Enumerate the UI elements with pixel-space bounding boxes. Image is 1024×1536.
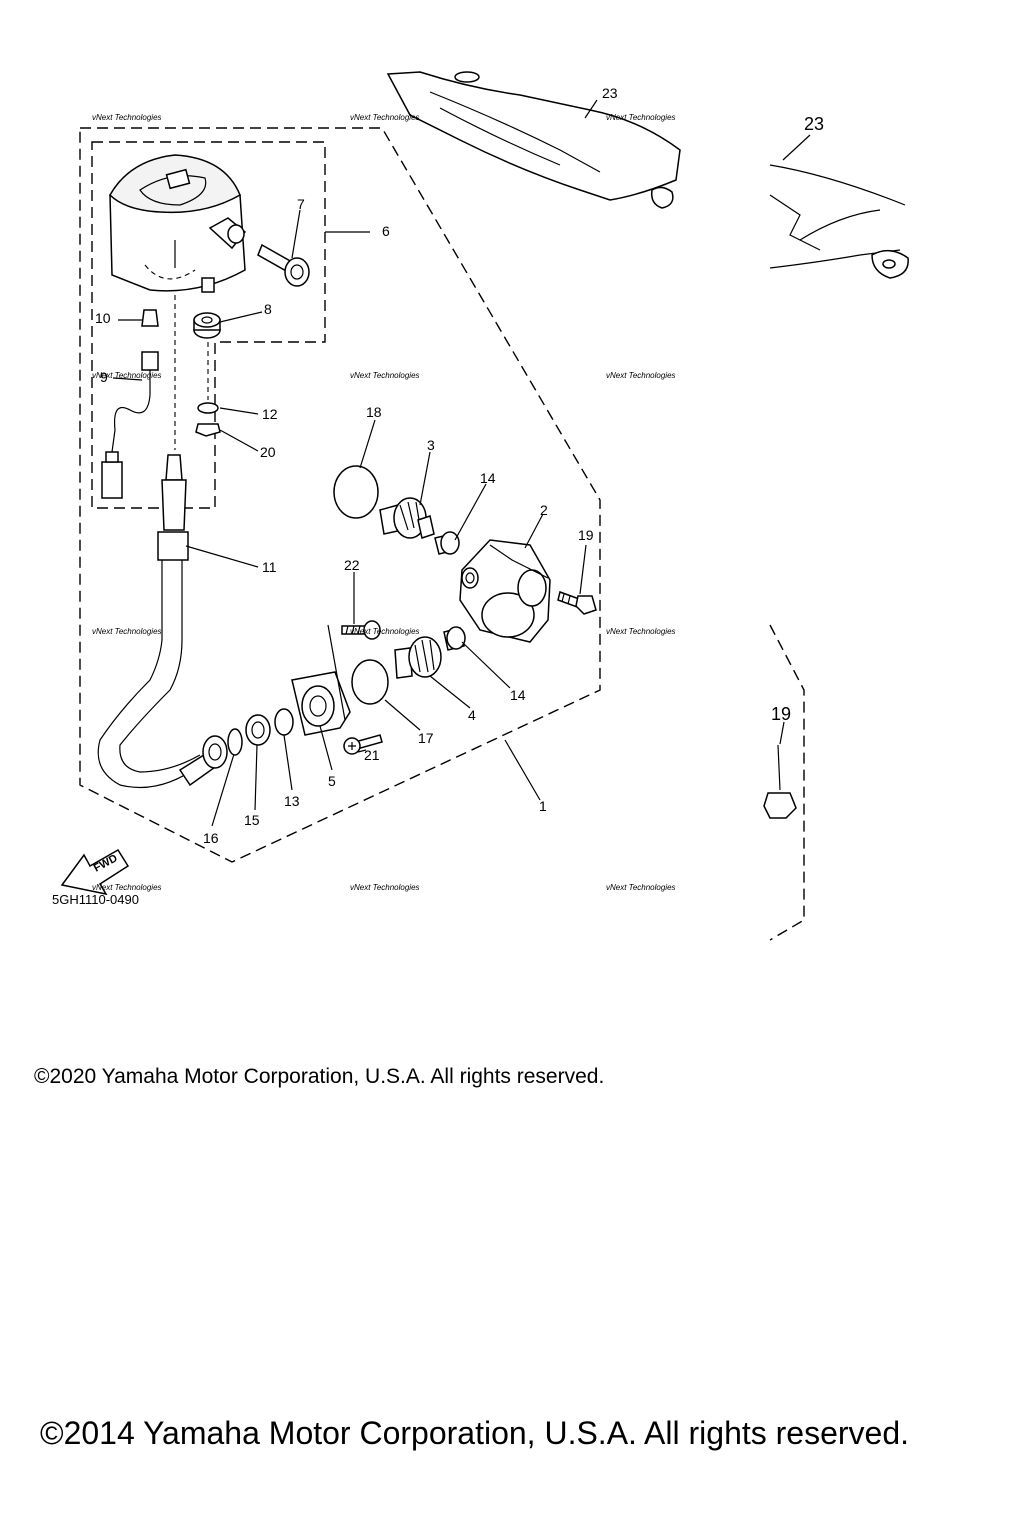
callout-20: 20 <box>260 444 276 460</box>
callout-10: 10 <box>95 310 111 326</box>
screw-21 <box>343 734 383 755</box>
meter-cable <box>97 295 201 789</box>
callout-9: 9 <box>100 369 108 385</box>
watermark-9: vNext Technologies <box>606 627 676 636</box>
diagram-code: 5GH1110-0490 <box>52 892 139 907</box>
screw-22 <box>341 620 381 640</box>
callout-16: 16 <box>203 830 219 846</box>
washer-13 <box>274 708 294 736</box>
callout-3: 3 <box>427 437 435 453</box>
drive-gear-4 <box>394 636 442 679</box>
gear-housing-2 <box>459 539 551 643</box>
watermarks: vNext Technologies vNext Technologies vN… <box>92 113 676 892</box>
watermark-7: vNext Technologies <box>92 627 162 636</box>
watermark-2: vNext Technologies <box>350 113 420 122</box>
callout-23-top: 23 <box>602 85 618 101</box>
leader-lines <box>112 99 811 827</box>
cover-panel-top <box>386 71 681 209</box>
callout-14-lower: 14 <box>510 687 526 703</box>
o-ring-17 <box>351 659 389 705</box>
grommet <box>193 312 221 339</box>
callout-19: 19 <box>578 527 594 543</box>
meter-body <box>109 154 247 293</box>
watermark-12: vNext Technologies <box>606 883 676 892</box>
nut <box>195 423 221 437</box>
watermark-1: vNext Technologies <box>92 113 162 122</box>
o-ring-18 <box>333 465 379 519</box>
callout-15: 15 <box>244 812 260 828</box>
watermark-3: vNext Technologies <box>606 113 676 122</box>
cover-panel-right <box>769 164 909 279</box>
callout-8: 8 <box>264 301 272 317</box>
callout-22: 22 <box>344 557 360 573</box>
driven-gear-3 <box>379 497 435 539</box>
part-callouts: 23 23 7 6 8 10 9 12 20 11 18 3 14 2 19 2… <box>95 85 824 846</box>
bulb-socket-wire <box>101 309 159 499</box>
callout-4: 4 <box>468 707 476 723</box>
callout-12: 12 <box>262 406 278 422</box>
watermark-6: vNext Technologies <box>606 371 676 380</box>
watermark-5: vNext Technologies <box>350 371 420 380</box>
callout-21: 21 <box>364 747 380 763</box>
callout-18: 18 <box>366 404 382 420</box>
callout-13: 13 <box>284 793 300 809</box>
reset-knob <box>257 243 310 287</box>
callout-17: 17 <box>418 730 434 746</box>
callout-2: 2 <box>540 502 548 518</box>
bush-14-upper <box>434 531 460 555</box>
copyright-2020: ©2020 Yamaha Motor Corporation, U.S.A. A… <box>34 1065 605 1088</box>
watermark-11: vNext Technologies <box>350 883 420 892</box>
callout-14-upper: 14 <box>480 470 496 486</box>
callout-7: 7 <box>297 196 305 212</box>
bolt-19-right <box>763 744 797 819</box>
watermark-8: vNext Technologies <box>350 627 420 636</box>
callout-19-right: 19 <box>771 704 791 724</box>
parts-diagram: FWD 5GH1110-0490 23 23 7 6 8 <box>52 71 909 941</box>
assembly-boundary <box>79 127 601 863</box>
gear-housing-bracket <box>291 624 351 736</box>
watermark-4: vNext Technologies <box>92 371 162 380</box>
right-boundary <box>769 624 805 941</box>
callout-11: 11 <box>262 559 277 575</box>
cable-end-fitting <box>178 735 228 787</box>
callout-6: 6 <box>382 223 390 239</box>
callout-23-right: 23 <box>804 114 824 134</box>
callout-1: 1 <box>539 798 547 814</box>
washer <box>197 402 219 414</box>
bolt-19 <box>557 591 597 615</box>
callout-5: 5 <box>328 773 336 789</box>
copyright-2014: ©2014 Yamaha Motor Corporation, U.S.A. A… <box>40 1415 910 1451</box>
watermark-10: vNext Technologies <box>92 883 162 892</box>
bush-14-lower <box>443 626 466 651</box>
o-ring-16 <box>227 728 243 756</box>
oil-seal <box>245 714 271 746</box>
